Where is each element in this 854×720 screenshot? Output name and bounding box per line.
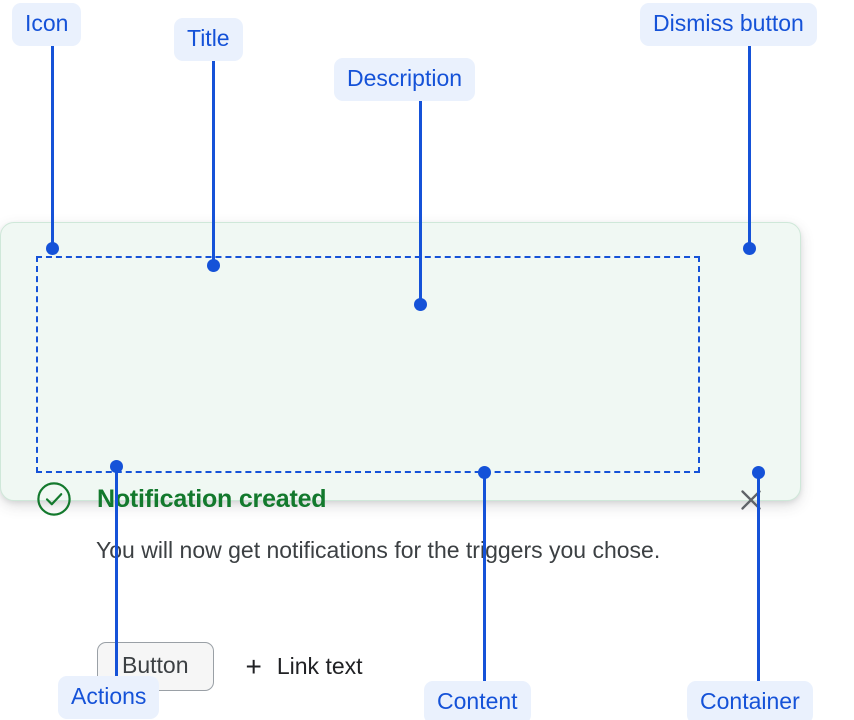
leader-line-container [757, 478, 760, 681]
leader-line-icon [51, 41, 54, 248]
leader-line-actions [115, 472, 118, 676]
annotation-label-container: Container [687, 681, 813, 720]
action-link[interactable]: + Link text [245, 650, 363, 682]
leader-line-description [419, 96, 422, 304]
close-icon [738, 487, 764, 516]
leader-dot-description [413, 297, 427, 311]
annotation-label-description: Description [334, 58, 476, 101]
leader-line-title [212, 56, 215, 265]
leader-dot-content [477, 465, 491, 479]
annotation-label-title: Title [174, 18, 243, 61]
leader-line-dismiss-button [748, 41, 751, 248]
check-circle-icon [36, 481, 72, 517]
plus-icon: + [245, 650, 262, 682]
annotation-label-content: Content [424, 681, 531, 720]
notification-container: Notification created You will now get no… [0, 222, 801, 692]
leader-dot-icon [45, 241, 59, 255]
leader-dot-actions [109, 459, 123, 473]
notification-description: You will now get notifications for the t… [96, 537, 661, 563]
leader-line-content [483, 478, 486, 681]
leader-dot-title [206, 258, 220, 272]
leader-dot-dismiss-button [742, 241, 756, 255]
notification-title: Notification created [97, 485, 327, 513]
dismiss-button[interactable] [735, 485, 767, 517]
annotation-label-dismiss-button: Dismiss button [640, 3, 817, 46]
action-link-label: Link text [276, 653, 363, 680]
annotation-label-icon: Icon [12, 3, 82, 46]
leader-dot-container [751, 465, 765, 479]
annotation-label-actions: Actions [58, 676, 160, 719]
